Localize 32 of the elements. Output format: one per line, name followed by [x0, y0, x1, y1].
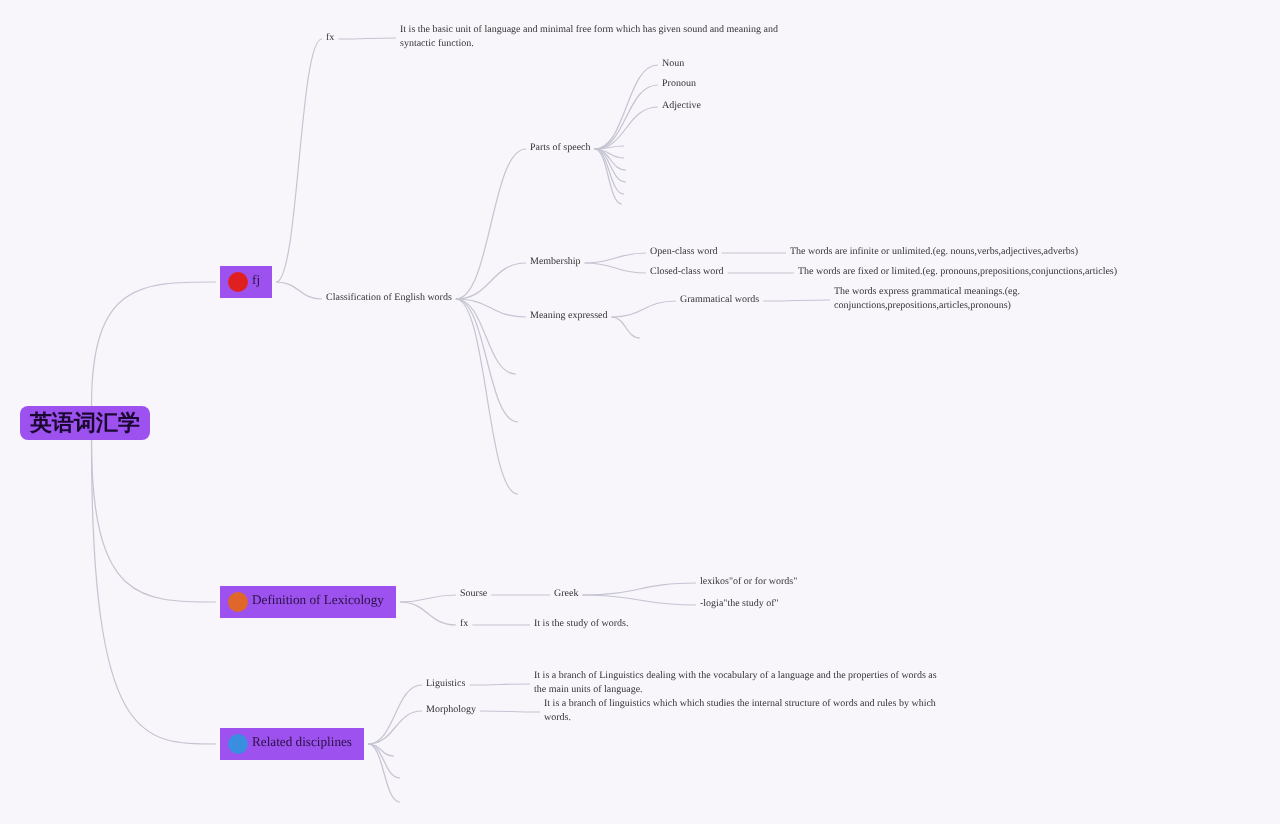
branch-line: [337, 37, 397, 40]
branch-line: [455, 298, 519, 495]
branch-line: [399, 601, 457, 626]
branch-line: [275, 281, 323, 300]
branch-line: [90, 281, 217, 407]
branch-line: [610, 316, 641, 339]
topic-box: [220, 586, 396, 618]
branch-line: [593, 148, 627, 183]
topic-box: [220, 266, 273, 298]
branch-line: [367, 743, 401, 779]
branch-line: [581, 594, 697, 606]
branch-line: [367, 684, 423, 745]
branch-line: [455, 298, 519, 423]
branch-line: [583, 262, 647, 274]
branch-line: [610, 300, 677, 318]
branch-line: [593, 148, 625, 195]
central-topic: 英语词汇学: [20, 406, 150, 440]
branch-line: [399, 594, 457, 603]
branch-line: [455, 148, 527, 300]
branch-line: [479, 710, 541, 713]
branch-line: [455, 298, 527, 318]
branch-line: [90, 439, 217, 745]
branch-line: [583, 252, 647, 264]
branch-line: [367, 743, 395, 757]
branch-line: [367, 710, 423, 745]
topic-box: [220, 728, 364, 760]
branch-line: [455, 262, 527, 300]
branch-line: [593, 148, 623, 205]
branch-line: [367, 743, 401, 803]
branch-line: [762, 299, 831, 302]
branch-line: [275, 38, 323, 283]
branch-line: [468, 683, 531, 686]
